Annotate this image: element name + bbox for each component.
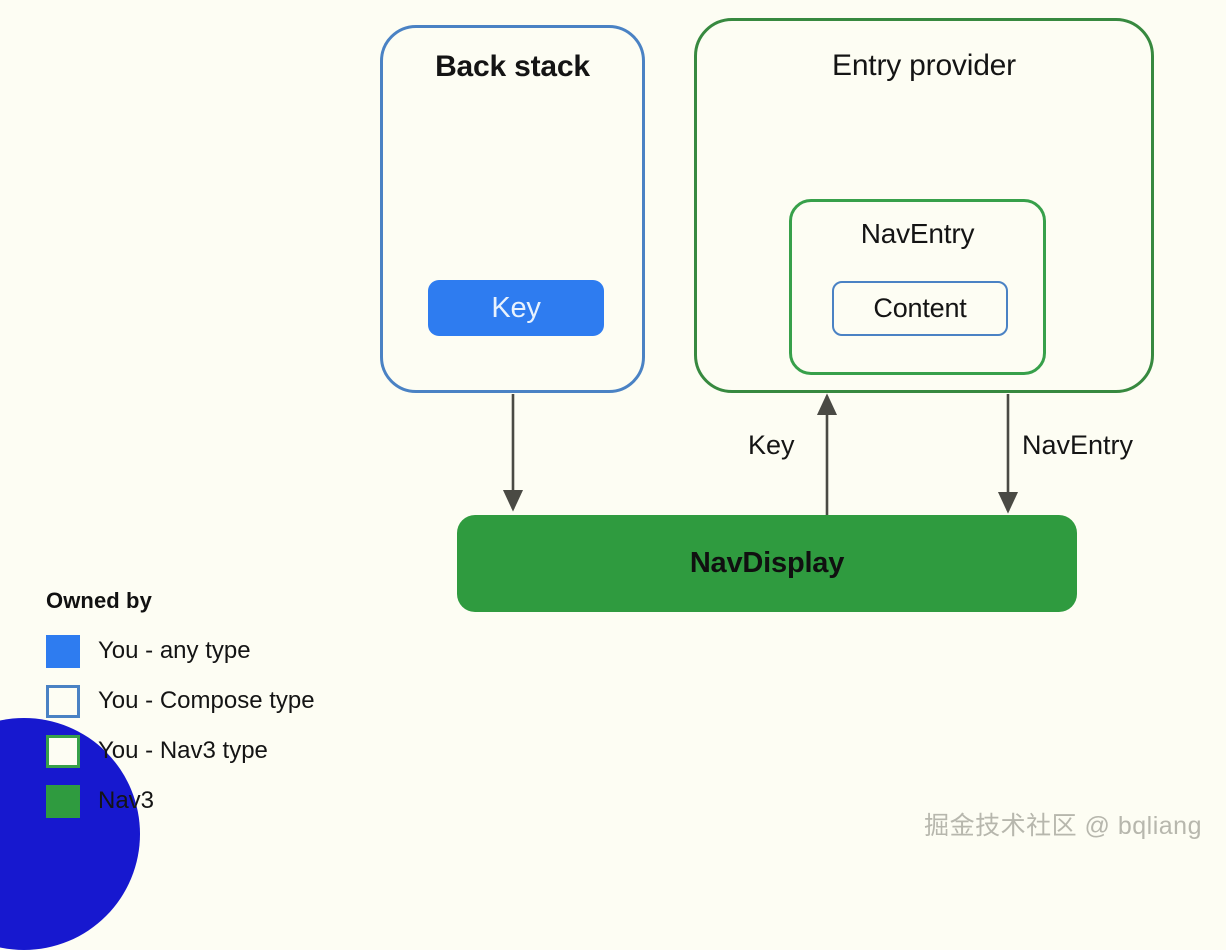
legend-item-nav3: Nav3 (46, 776, 315, 826)
key-node: Key (428, 280, 604, 336)
key-label: Key (491, 291, 541, 324)
legend-item-label: Nav3 (98, 787, 155, 814)
legend-item-you-compose-type: You - Compose type (46, 676, 315, 726)
content-label: Content (873, 293, 967, 323)
blue-outline-swatch (46, 684, 80, 718)
entry-provider-title: Entry provider (832, 49, 1016, 82)
nav-display-node: NavDisplay (457, 515, 1077, 612)
legend-item-label: You - Nav3 type (98, 737, 268, 764)
back-stack-title: Back stack (435, 50, 590, 83)
diagram-canvas: Back stack Key Entry provider NavEntry C… (0, 18, 1202, 950)
legend-item-label: You - Compose type (98, 687, 315, 714)
edge-label-naventry: NavEntry (1022, 430, 1134, 460)
green-filled-swatch (46, 784, 80, 818)
legend-item-you-any-type: You - any type (46, 626, 315, 676)
legend-item-you-nav3-type: You - Nav3 type (46, 726, 315, 776)
legend-item-label: You - any type (98, 637, 251, 664)
nav-entry-node: NavEntry Content (789, 199, 1046, 375)
entry-provider-node: Entry provider NavEntry Content (694, 18, 1154, 393)
content-node: Content (832, 281, 1008, 336)
nav-entry-title: NavEntry (860, 218, 975, 249)
watermark: 掘金技术社区 @ bqliang (924, 812, 1202, 840)
nav-display-label: NavDisplay (689, 547, 845, 579)
edge-label-key: Key (748, 430, 795, 460)
legend: Owned by You - any type You - Compose ty… (46, 588, 315, 826)
legend-title: Owned by (46, 588, 152, 613)
blue-filled-swatch (46, 634, 80, 668)
green-outline-swatch (46, 734, 80, 768)
back-stack-node: Back stack Key (380, 25, 645, 393)
